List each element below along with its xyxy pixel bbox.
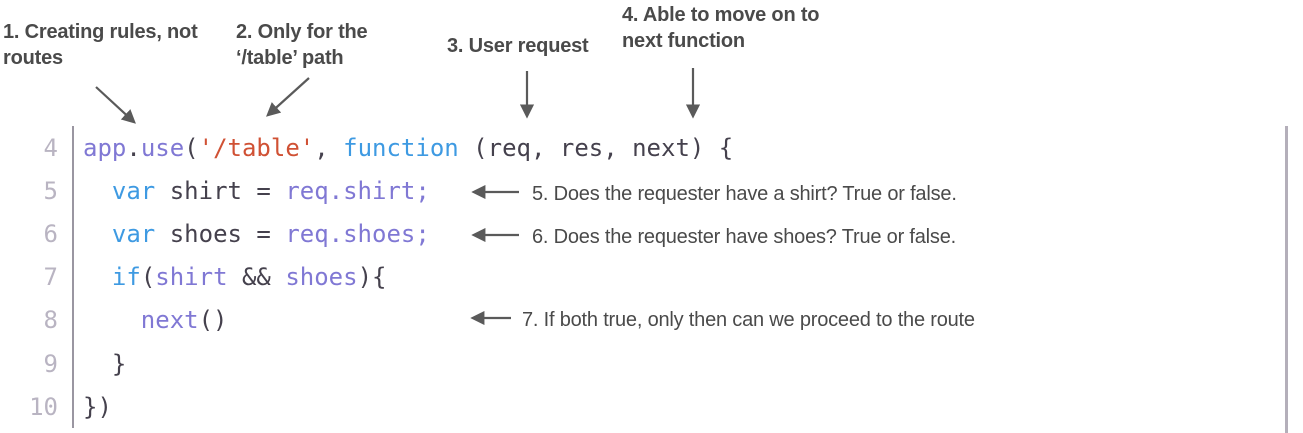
line-number: 10 (0, 385, 74, 429)
annotation-shirt-check: 5. Does the requester have a shirt? True… (532, 183, 957, 205)
annotation-shoes-check: 6. Does the requester have shoes? True o… (532, 226, 956, 248)
code-text: } (83, 349, 127, 378)
line-number: 4 (0, 126, 74, 170)
annotation-user-request: 3. User request (447, 35, 589, 57)
code-text: next() (140, 306, 228, 335)
code-line: 5 var shirt = req.shirt; (0, 169, 1285, 213)
annotation-next-function: 4. Able to move on to next function (622, 4, 820, 52)
code-line: 9 } (0, 341, 1285, 386)
code-text: var shirt = req.shirt; (111, 176, 430, 205)
code-line: 10 }) (0, 385, 1285, 429)
code-text: }) (83, 392, 112, 421)
code-text: if(shirt && shoes){ (111, 263, 387, 292)
code-line: 4 app.use('/table', function (req, res, … (0, 126, 1285, 170)
code-line: 8 next() (0, 298, 1285, 342)
code-text: var shoes = req.shoes; (111, 219, 430, 248)
code-line: 7 if(shirt && shoes){ (0, 255, 1285, 299)
line-number: 7 (0, 255, 74, 299)
line-number: 9 (0, 341, 74, 386)
line-number: 6 (0, 212, 74, 256)
annotation-proceed-to-route: 7. If both true, only then can we procee… (522, 309, 975, 331)
code-editor: 4 app.use('/table', function (req, res, … (0, 126, 1285, 429)
code-line: 6 var shoes = req.shoes; (0, 212, 1285, 256)
arrow-1-icon (95, 86, 136, 124)
arrow-2-icon (266, 77, 310, 117)
line-number: 8 (0, 298, 74, 342)
annotation-creating-rules: 1. Creating rules, not routes (3, 21, 198, 69)
code-text: app.use('/table', function (req, res, ne… (83, 133, 734, 162)
line-number: 5 (0, 169, 74, 213)
annotation-table-path: 2. Only for the ‘/table’ path (236, 21, 368, 69)
code-right-border (1285, 126, 1288, 433)
